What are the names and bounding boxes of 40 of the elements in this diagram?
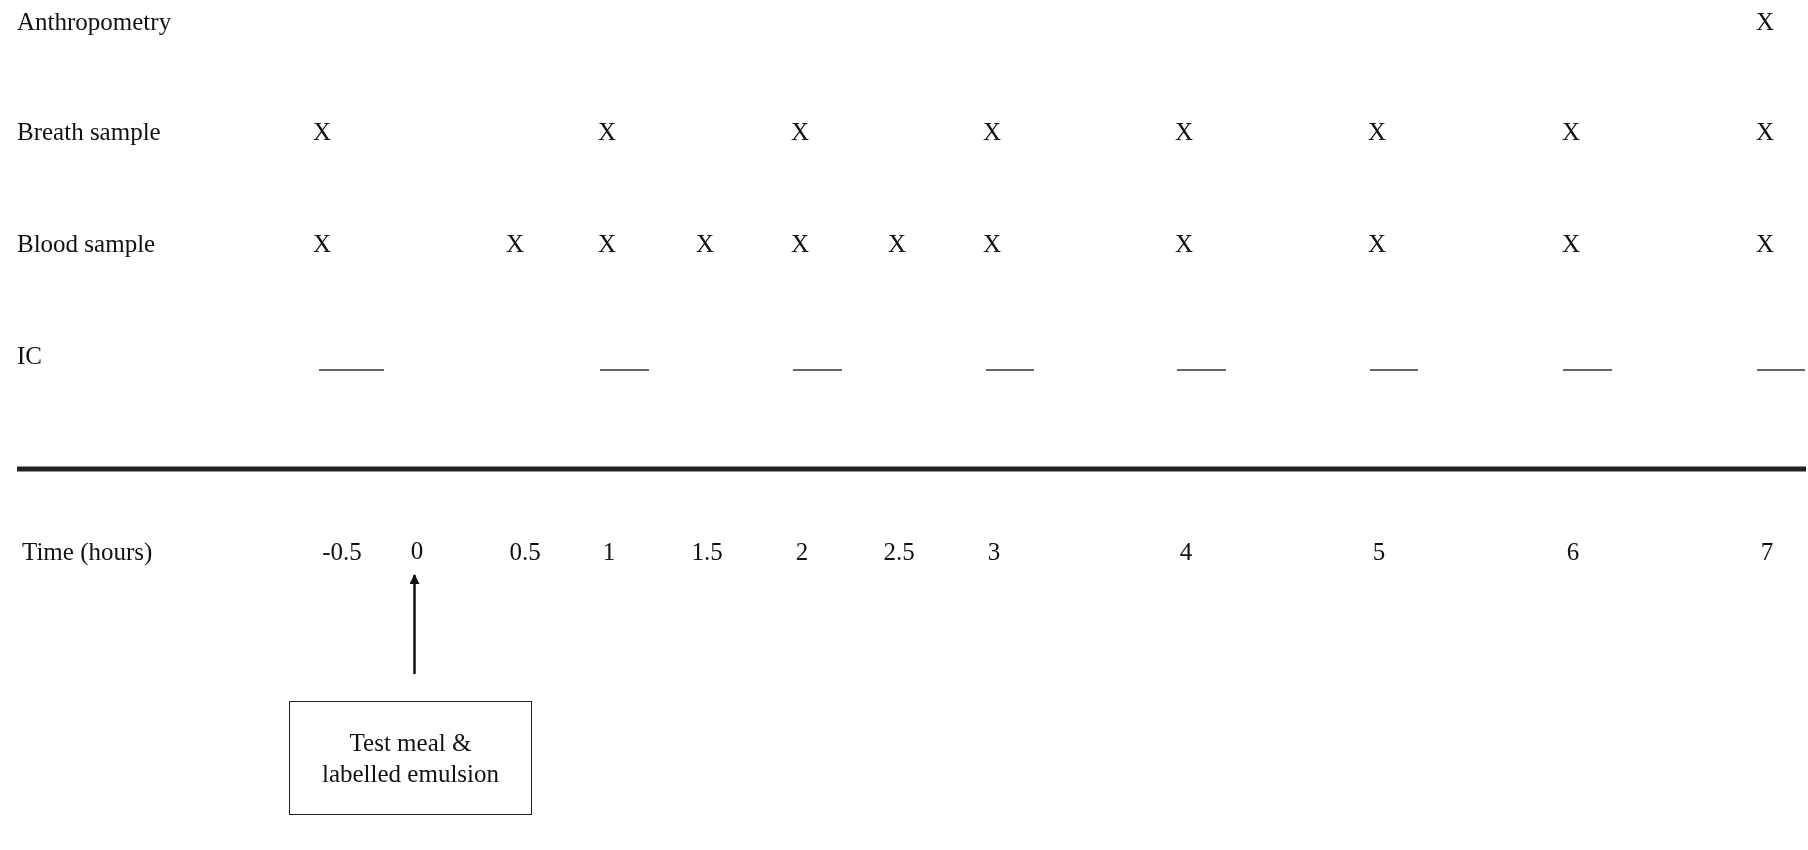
time-value: 0.5: [509, 538, 541, 564]
sample-mark: X: [597, 118, 617, 144]
sample-mark: X: [790, 230, 810, 256]
sample-mark: X: [597, 230, 617, 256]
sample-mark: X: [1755, 8, 1775, 34]
sample-mark: X: [887, 230, 907, 256]
time-value: 1: [602, 538, 616, 564]
sample-mark: X: [982, 118, 1002, 144]
sample-mark: X: [1367, 230, 1387, 256]
row-label: Breath sample: [17, 118, 161, 144]
time-value: 7: [1760, 538, 1774, 564]
time-value: -0.5: [322, 538, 362, 564]
time-value: 1.5: [691, 538, 723, 564]
sample-mark: X: [1367, 118, 1387, 144]
time-value: 6: [1566, 538, 1580, 564]
sample-mark: X: [790, 118, 810, 144]
row-label: IC: [17, 342, 42, 368]
axis-label: Time (hours): [22, 538, 153, 564]
sample-mark: X: [312, 230, 332, 256]
time-value: 2.5: [883, 538, 915, 564]
sample-mark: X: [1561, 230, 1581, 256]
time-value: 3: [987, 538, 1001, 564]
time-value: 2: [795, 538, 809, 564]
row-label: Anthropometry: [17, 8, 172, 34]
time-value: 5: [1372, 538, 1386, 564]
sample-mark: X: [1755, 118, 1775, 144]
sample-mark: X: [695, 230, 715, 256]
time-value: 4: [1179, 538, 1193, 564]
sample-mark: X: [1755, 230, 1775, 256]
arrow: [409, 574, 420, 674]
time-value: 0: [405, 537, 429, 565]
sample-mark: X: [1561, 118, 1581, 144]
row-label: Blood sample: [17, 230, 156, 256]
sample-mark: X: [1174, 230, 1194, 256]
sample-mark: X: [312, 118, 332, 144]
event-text: Test meal & labelled emulsion: [320, 727, 500, 789]
sample-mark: X: [982, 230, 1002, 256]
sample-mark: X: [1174, 118, 1194, 144]
sample-mark: X: [505, 230, 525, 256]
event-box: [289, 701, 532, 815]
